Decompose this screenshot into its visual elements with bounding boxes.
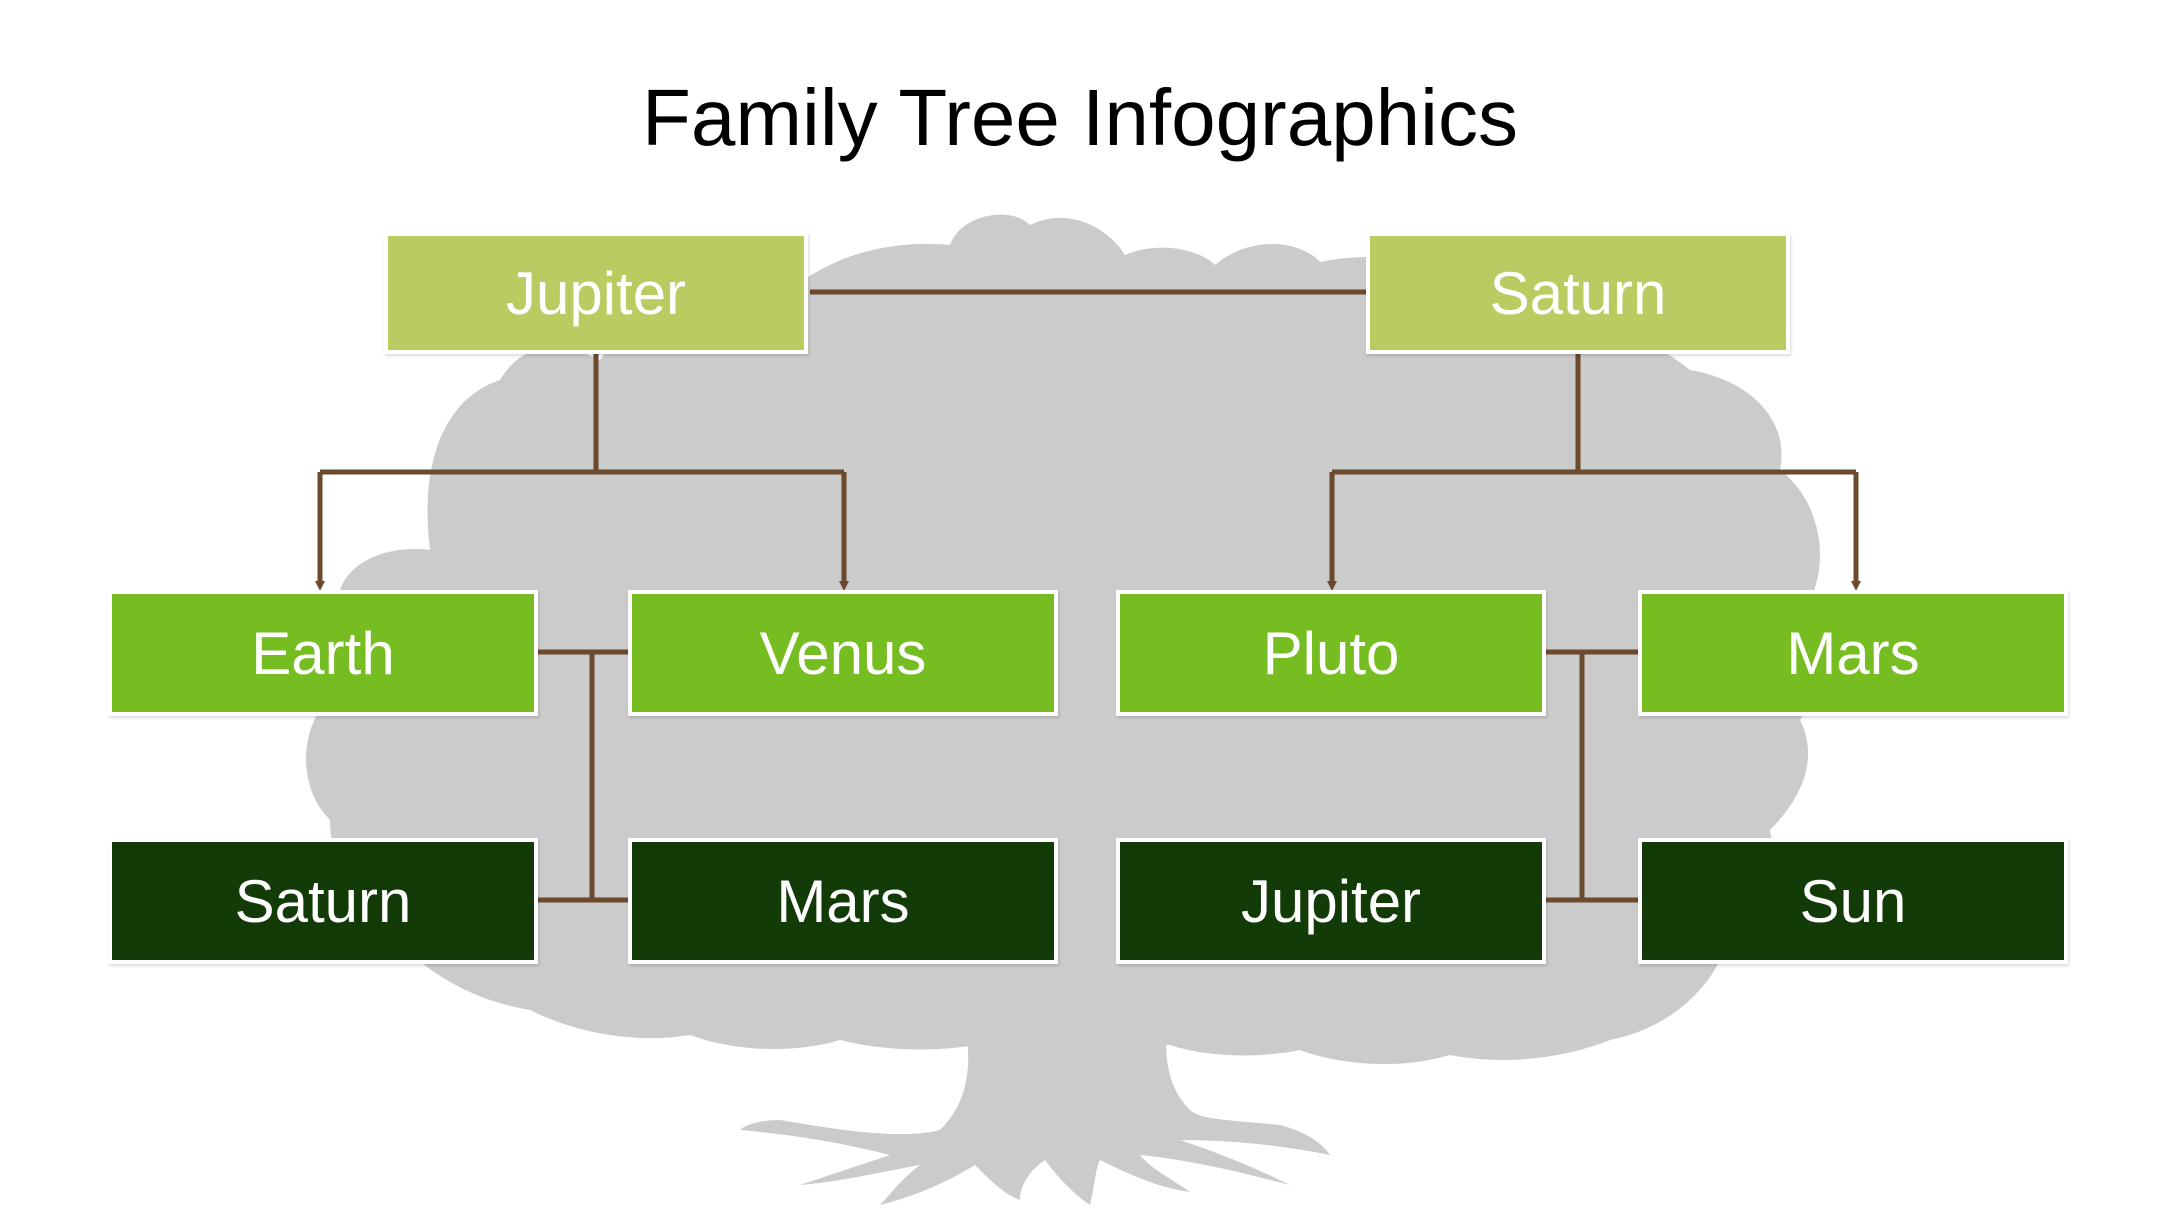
node-mid-1: Earth xyxy=(108,590,538,716)
page-title: Family Tree Infographics xyxy=(642,73,1518,162)
node-mid-3: Pluto xyxy=(1116,590,1546,716)
node-mid-4: Mars xyxy=(1638,590,2068,716)
node-bottom-4: Sun xyxy=(1638,838,2068,964)
node-top-left: Jupiter xyxy=(384,232,808,354)
node-bottom-3: Jupiter xyxy=(1116,838,1546,964)
node-mid-2: Venus xyxy=(628,590,1058,716)
node-bottom-2: Mars xyxy=(628,838,1058,964)
node-bottom-1: Saturn xyxy=(108,838,538,964)
node-top-right: Saturn xyxy=(1366,232,1790,354)
